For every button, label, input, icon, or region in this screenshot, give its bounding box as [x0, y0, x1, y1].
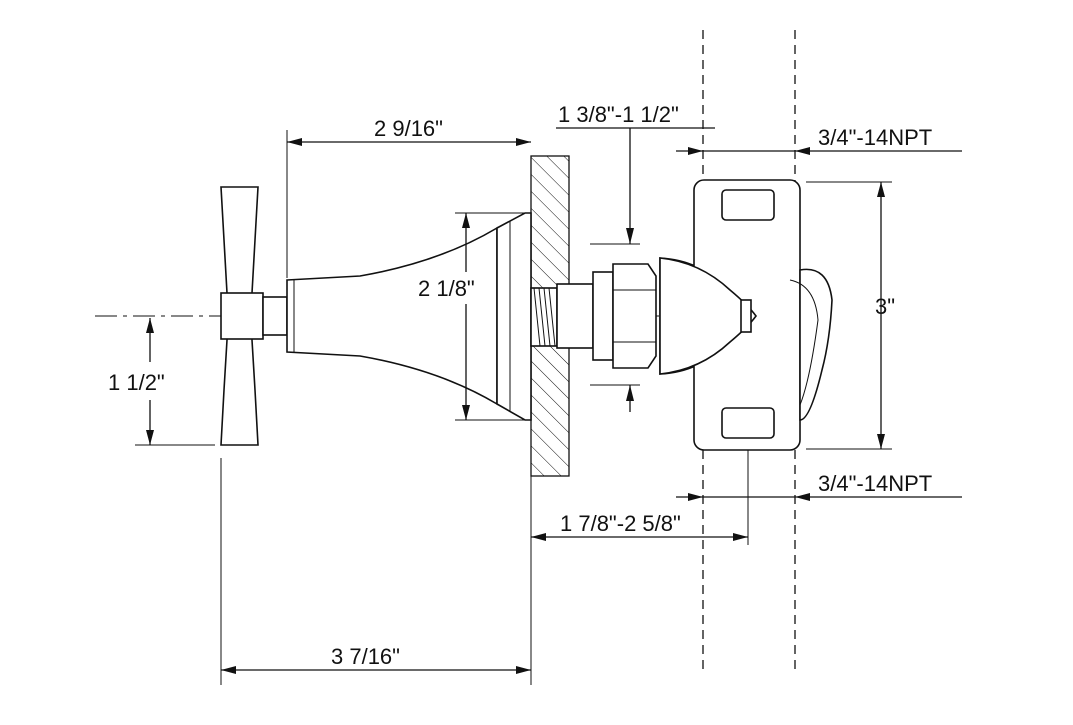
flange-diameter-label: 2 1/8" [418, 276, 475, 301]
dim-stem-range [556, 127, 715, 412]
body-height-label: 3" [875, 294, 895, 319]
overall-length-label: 3 7/16" [331, 644, 400, 669]
dim-trim-length [286, 130, 531, 278]
dim-top-port [676, 147, 962, 155]
top-port-label: 3/4"-14NPT [818, 125, 932, 150]
stem-assembly [530, 263, 657, 369]
stem-range-label: 1 3/8"-1 1/2" [558, 102, 679, 127]
trim-length-label: 2 9/16" [374, 116, 443, 141]
dim-flange-diameter [455, 212, 525, 421]
bottom-port-label: 3/4"-14NPT [818, 471, 932, 496]
valve-body [659, 179, 833, 451]
dim-bottom-port [676, 493, 962, 501]
dim-body-height [806, 181, 892, 450]
handle-offset-label: 1 1/2" [108, 370, 165, 395]
dim-handle-offset [135, 318, 215, 446]
dim-overall-length [220, 458, 532, 685]
cross-handle [220, 186, 288, 446]
trim-flange [286, 212, 532, 421]
wall-range-label: 1 7/8"-2 5/8" [560, 511, 681, 536]
